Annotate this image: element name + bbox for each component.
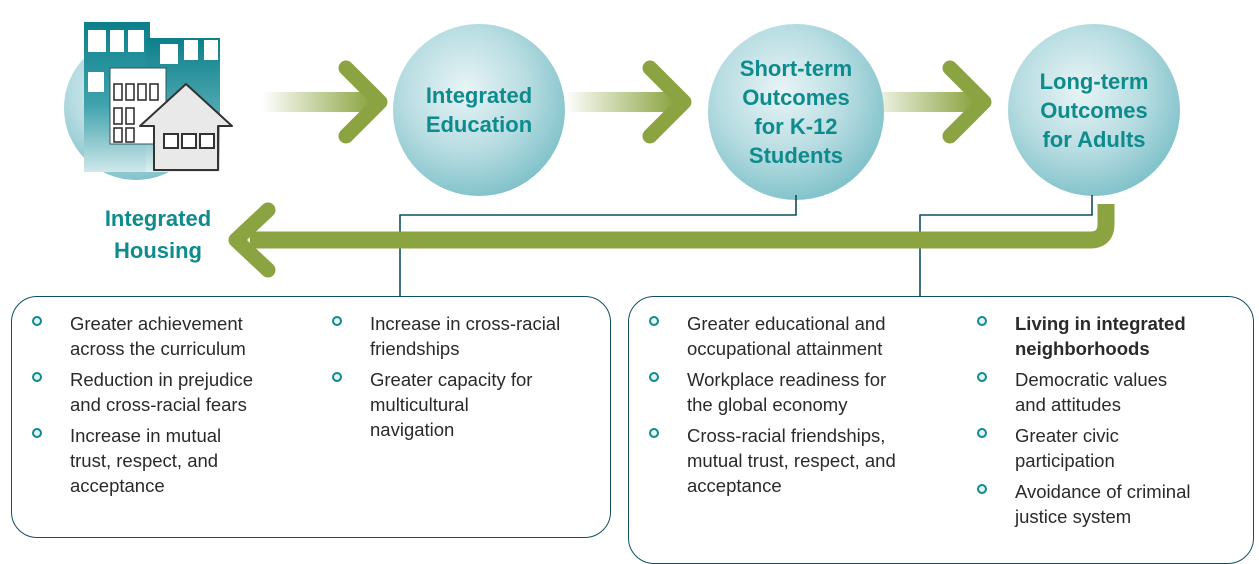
list-item: Increase in mutual trust, respect, and a…	[18, 423, 308, 498]
return-arrow	[228, 202, 1115, 278]
long-term-circle	[1008, 24, 1180, 196]
bullet-icon	[649, 372, 659, 382]
long-term-label: Long-term Outcomes for Adults	[1039, 68, 1149, 152]
list-item: Democratic values and attitudes	[963, 367, 1253, 417]
list-item: Reduction in prejudice and cross-racial …	[18, 367, 308, 417]
list-item: Greater achievement across the curriculu…	[18, 311, 308, 361]
adult-outcomes-column-1: Greater educational and occupational att…	[635, 311, 955, 504]
bullet-icon	[32, 316, 42, 326]
education-label: Integrated Education	[425, 83, 533, 137]
flow-arrow-3	[864, 60, 992, 144]
list-item: Avoidance of criminal justice system	[963, 479, 1253, 529]
list-item: Greater capacity for multicultural navig…	[318, 367, 608, 442]
housing-label: Integrated Housing	[104, 206, 212, 263]
flow-arrow-1	[262, 60, 388, 144]
list-item: Greater civic participation	[963, 423, 1253, 473]
house-icon	[139, 83, 233, 171]
short-term-label: Short-term Outcomes for K-12 Students	[739, 56, 853, 168]
student-outcomes-column-2: Increase in cross-racial friendships Gre…	[318, 311, 608, 448]
bullet-icon	[332, 316, 342, 326]
bullet-icon	[977, 372, 987, 382]
flow-arrow-2	[565, 60, 692, 144]
bullet-icon	[649, 316, 659, 326]
connector-lines	[399, 195, 1093, 296]
adult-outcomes-box: Greater educational and occupational att…	[628, 296, 1254, 564]
student-outcomes-column-1: Greater achievement across the curriculu…	[18, 311, 308, 504]
short-term-circle	[708, 24, 884, 200]
student-outcomes-box: Greater achievement across the curriculu…	[11, 296, 611, 538]
bullet-icon	[649, 428, 659, 438]
bullet-icon	[977, 316, 987, 326]
adult-outcomes-column-2: Living in integrated neighborhoods Democ…	[963, 311, 1253, 535]
list-item: Workplace readiness for the global econo…	[635, 367, 955, 417]
bullet-icon	[332, 372, 342, 382]
list-item: Cross-racial friendships, mutual trust, …	[635, 423, 955, 498]
bullet-icon	[32, 372, 42, 382]
education-circle	[393, 24, 565, 196]
bullet-icon	[977, 428, 987, 438]
list-item: Increase in cross-racial friendships	[318, 311, 608, 361]
bullet-icon	[977, 484, 987, 494]
bullet-icon	[32, 428, 42, 438]
list-item: Living in integrated neighborhoods	[963, 311, 1253, 361]
list-item: Greater educational and occupational att…	[635, 311, 955, 361]
